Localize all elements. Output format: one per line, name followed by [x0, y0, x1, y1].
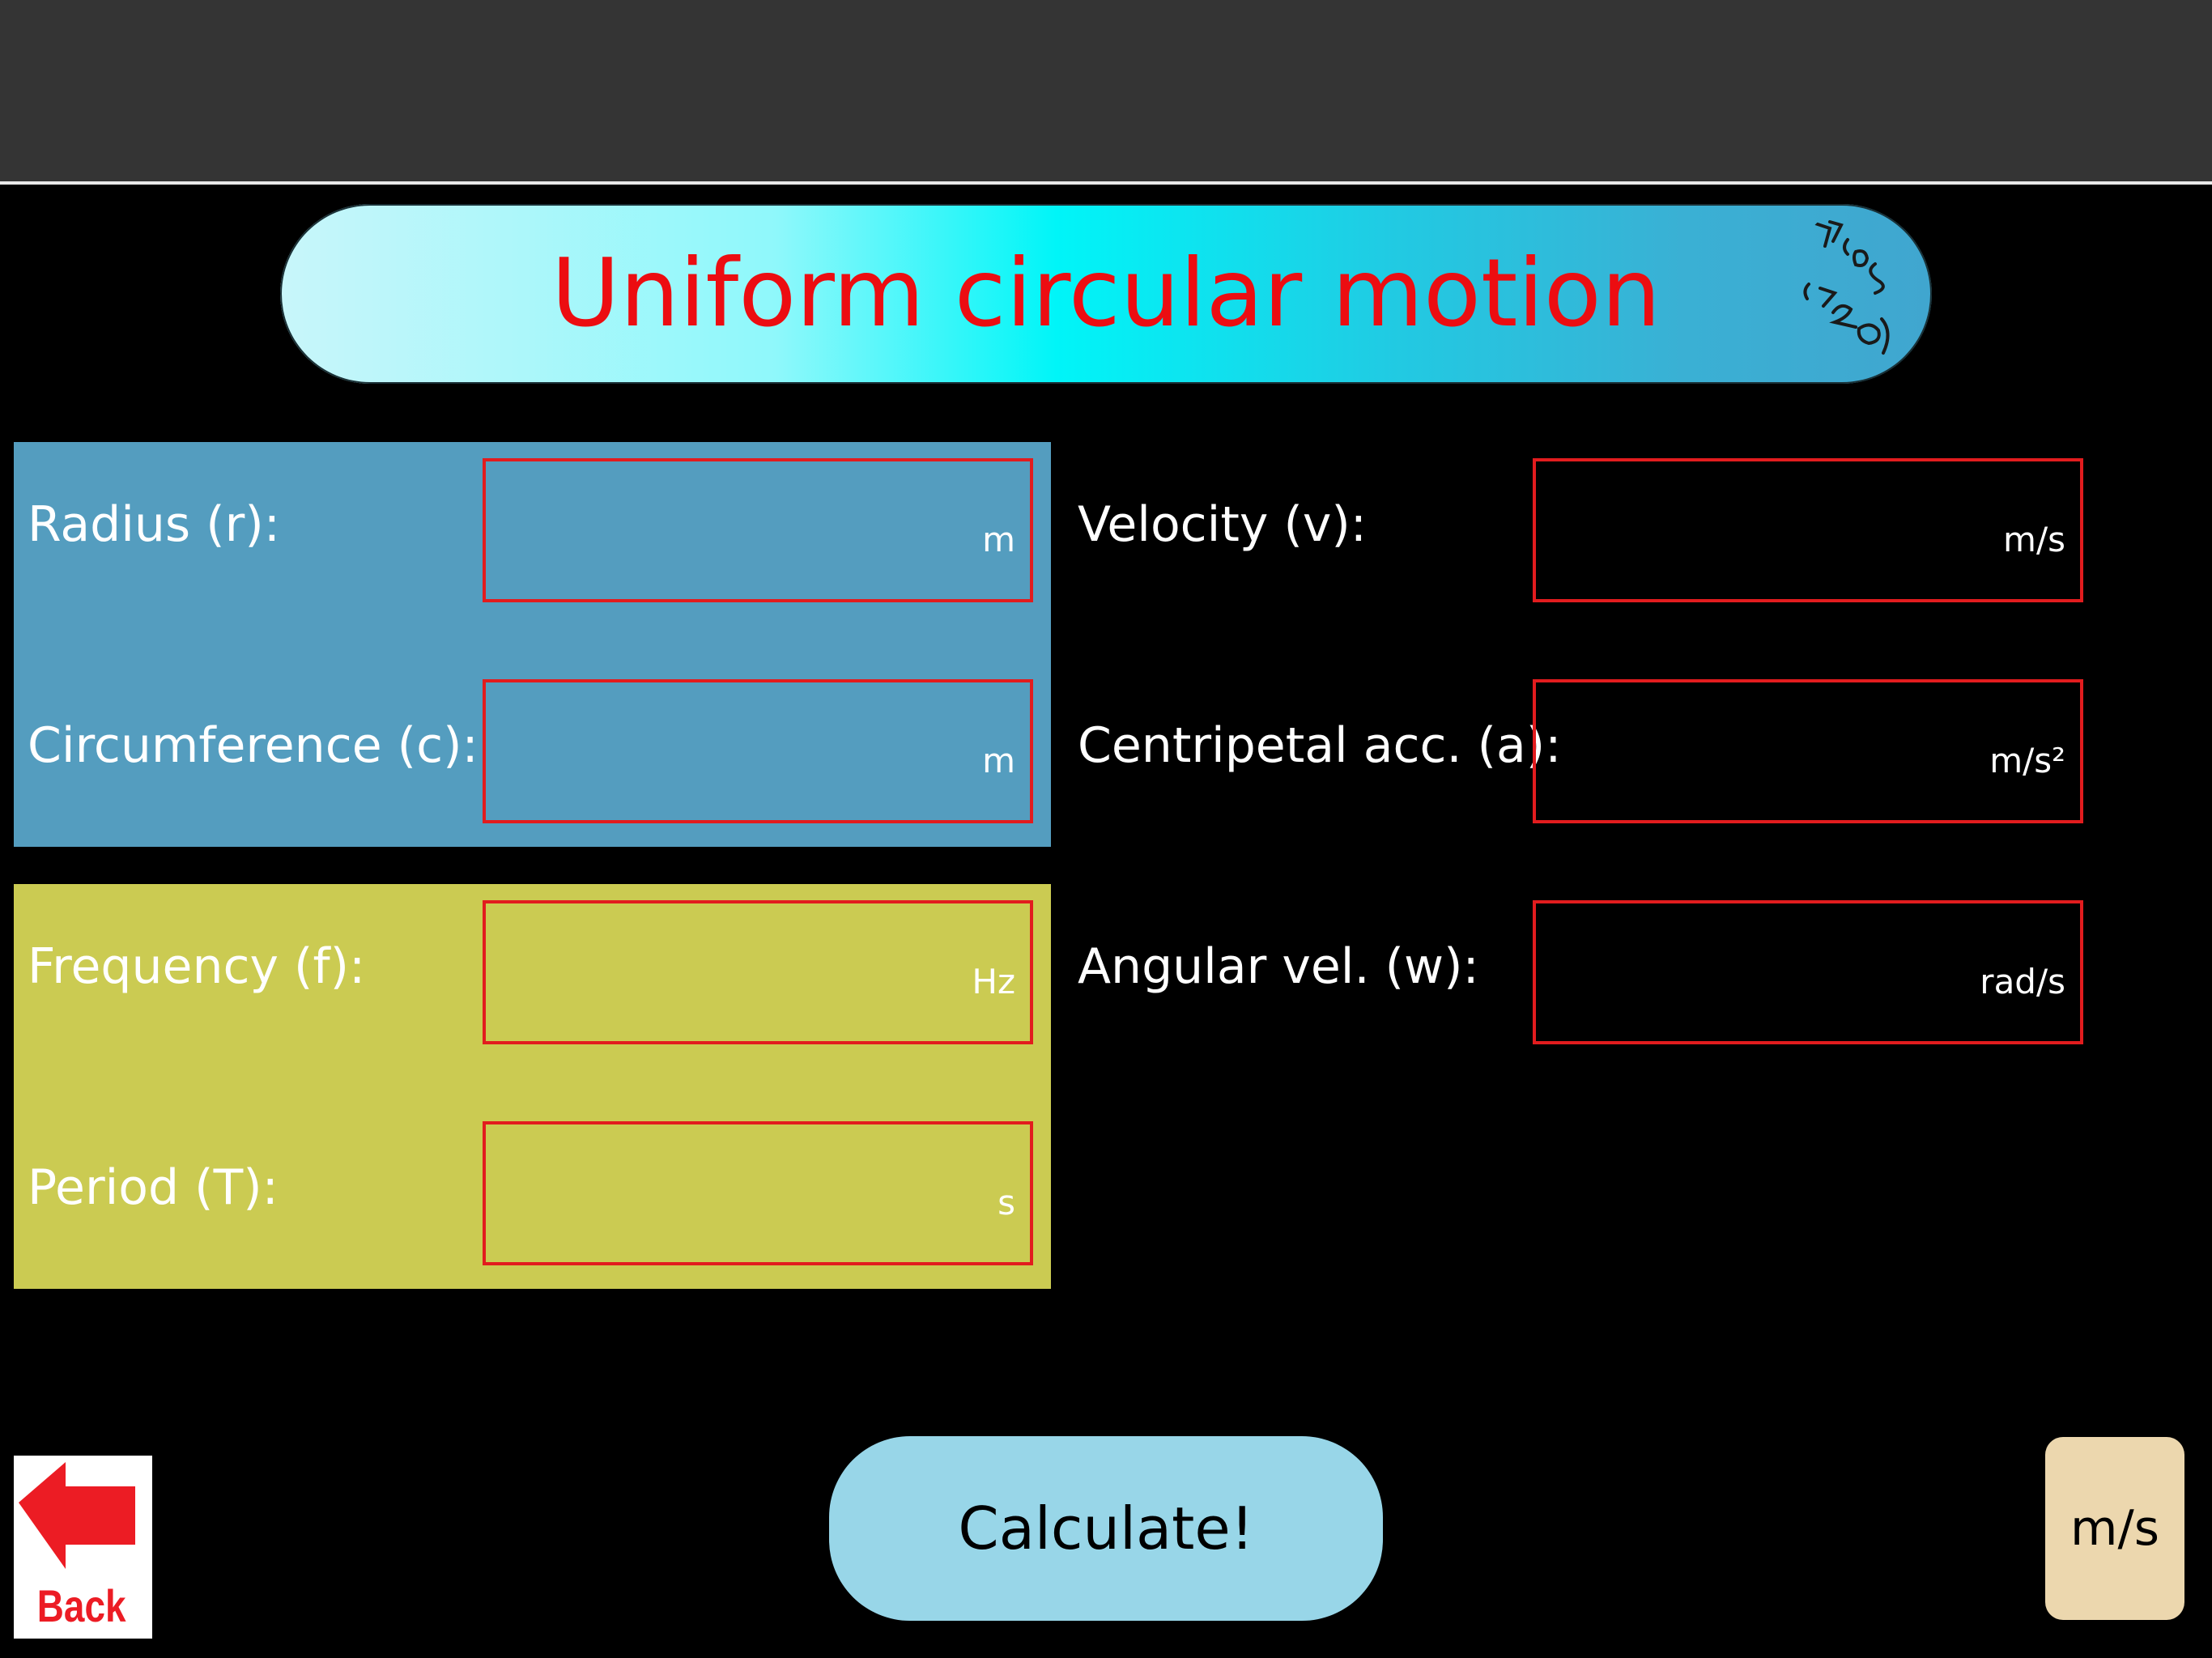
unit-toggle-button[interactable]: m/s	[2045, 1437, 2184, 1620]
frequency-field[interactable]: Hz	[483, 900, 1033, 1044]
back-arrow-icon: Back	[19, 1462, 135, 1631]
circumference-label: Circumference (c):	[28, 717, 479, 774]
app-logo-icon	[1803, 220, 1890, 355]
radius-label: Radius (r):	[28, 496, 280, 553]
velocity-unit: m/s	[2003, 520, 2065, 559]
circumference-field[interactable]: m	[483, 679, 1033, 823]
angular-vel-field[interactable]: rad/s	[1533, 900, 2083, 1044]
centripetal-acc-unit: m/s²	[1989, 741, 2065, 780]
angular-vel-label: Angular vel. (w):	[1078, 938, 1479, 995]
frequency-unit: Hz	[972, 962, 1015, 1001]
circumference-unit: m	[982, 741, 1015, 780]
page-title: Uniform circular motion	[551, 239, 1661, 348]
period-label: Period (T):	[28, 1159, 279, 1216]
time-panel	[14, 884, 1051, 1289]
velocity-label: Velocity (v):	[1078, 496, 1367, 553]
radius-field[interactable]: m	[483, 458, 1033, 602]
length-panel	[14, 442, 1051, 847]
title-banner: Uniform circular motion	[280, 204, 1932, 384]
centripetal-acc-field[interactable]: m/s²	[1533, 679, 2083, 823]
period-field[interactable]: s	[483, 1121, 1033, 1265]
calculate-button[interactable]: Calculate!	[829, 1436, 1383, 1621]
period-unit: s	[998, 1183, 1015, 1222]
back-button[interactable]: Back	[14, 1456, 152, 1639]
radius-unit: m	[982, 520, 1015, 559]
top-bar	[0, 0, 2212, 185]
frequency-label: Frequency (f):	[28, 938, 366, 995]
velocity-field[interactable]: m/s	[1533, 458, 2083, 602]
centripetal-acc-label: Centripetal acc. (a):	[1078, 717, 1562, 774]
back-label: Back	[37, 1581, 126, 1631]
angular-vel-unit: rad/s	[1980, 962, 2065, 1001]
